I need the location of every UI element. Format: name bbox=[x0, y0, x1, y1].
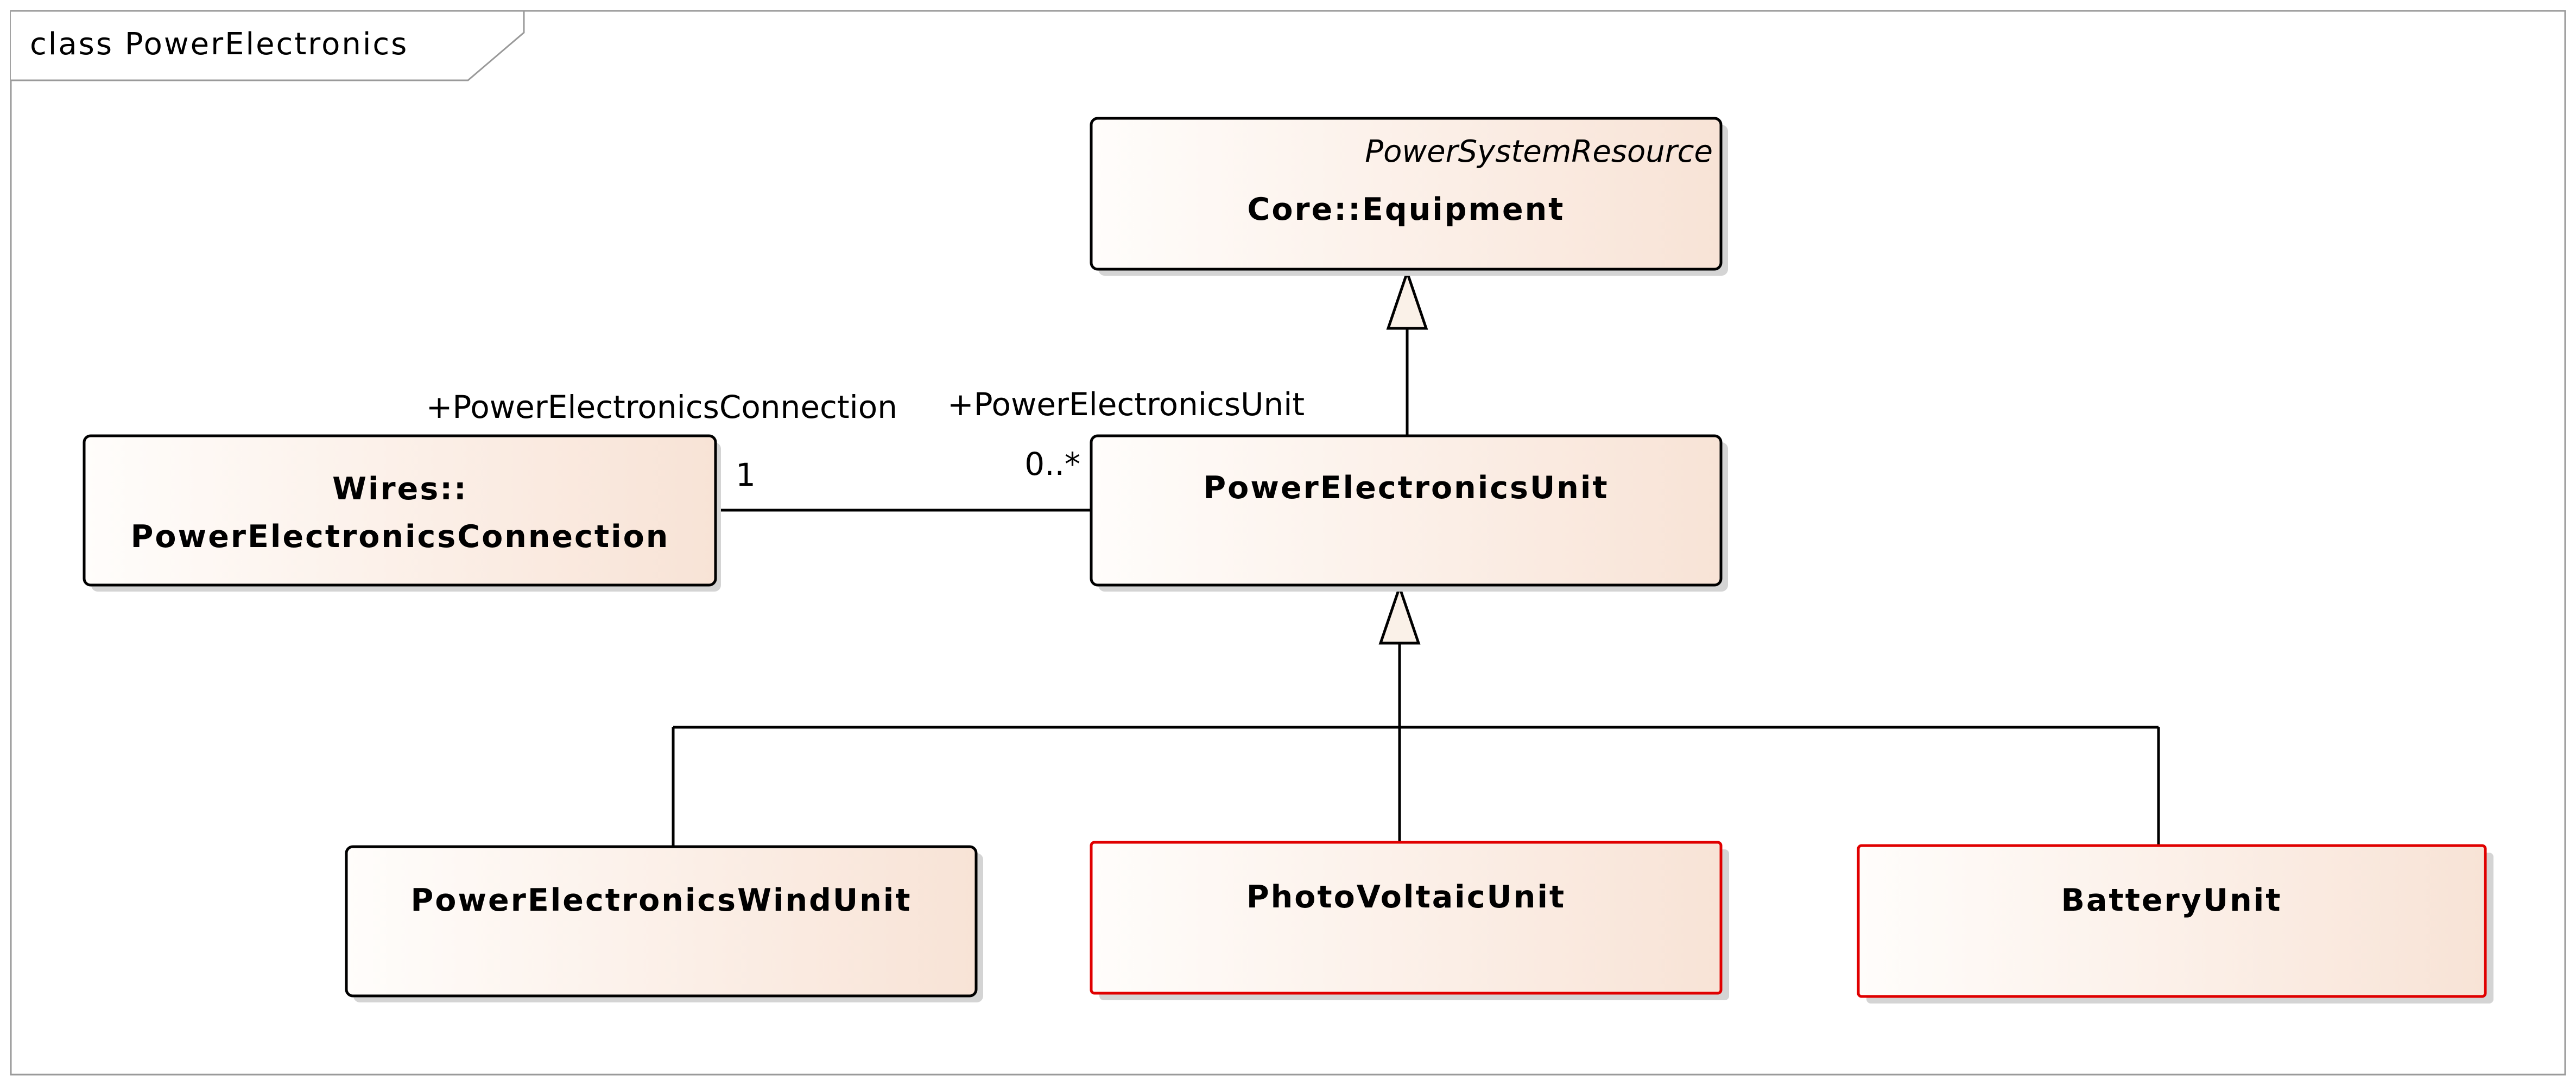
association-labels: +PowerElectronicsConnection 1 +PowerElec… bbox=[426, 386, 1305, 493]
battery-unit-name: BatteryUnit bbox=[2061, 882, 2282, 918]
target-role-label: +PowerElectronicsUnit bbox=[947, 386, 1305, 423]
class-photo-voltaic-unit[interactable]: PhotoVoltaicUnit bbox=[1090, 841, 1729, 1000]
source-role-label: +PowerElectronicsConnection bbox=[426, 389, 897, 425]
power-electronics-unit-name: PowerElectronicsUnit bbox=[1203, 470, 1609, 506]
class-power-electronics-connection[interactable]: Wires:: PowerElectronicsConnection bbox=[83, 434, 721, 592]
connectors bbox=[672, 268, 2160, 847]
class-power-electronics-wind-unit[interactable]: PowerElectronicsWindUnit bbox=[345, 845, 983, 1002]
equipment-name: Core::Equipment bbox=[1248, 192, 1565, 227]
frame-title: class PowerElectronics bbox=[30, 27, 408, 62]
equipment-stereotype: PowerSystemResource bbox=[1365, 134, 1713, 169]
diagram-frame: class PowerElectronics bbox=[10, 10, 2566, 1076]
wind-unit-name: PowerElectronicsWindUnit bbox=[410, 882, 912, 918]
source-multiplicity-label: 1 bbox=[736, 456, 756, 493]
generalization-unit-arrowhead bbox=[1378, 583, 1421, 645]
power-electronics-connection-package: Wires:: bbox=[332, 471, 468, 507]
generalization-equipment-arrowhead bbox=[1386, 268, 1428, 330]
class-equipment[interactable]: PowerSystemResource Core::Equipment bbox=[1090, 117, 1728, 276]
photo-voltaic-unit-name: PhotoVoltaicUnit bbox=[1246, 879, 1566, 915]
class-battery-unit[interactable]: BatteryUnit bbox=[1857, 844, 2493, 1004]
target-multiplicity-label: 0..* bbox=[1024, 446, 1080, 482]
class-power-electronics-unit[interactable]: PowerElectronicsUnit bbox=[1090, 434, 1728, 592]
power-electronics-connection-name: PowerElectronicsConnection bbox=[131, 519, 670, 555]
